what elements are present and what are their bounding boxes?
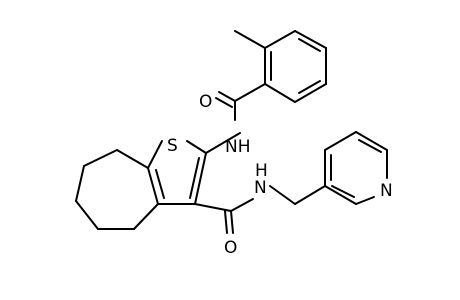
- top-carbonyl-oxygen-label: O: [199, 92, 212, 112]
- bottom-amide: [194, 198, 254, 234]
- bottom-amide-h-label: H: [255, 161, 268, 181]
- methyl-bond: [234, 30, 266, 49]
- methylene-linker: [269, 185, 326, 205]
- methylphenyl-ring: [264, 30, 327, 103]
- top-amide-nh-label: NH: [225, 137, 251, 157]
- bottom-amide-n-label: N: [254, 178, 267, 198]
- sulfur-atom-label: S: [167, 136, 178, 156]
- bottom-carbonyl-oxygen-label: O: [224, 238, 237, 258]
- pyridine-ring: [324, 131, 388, 205]
- thiophene-ring: [147, 140, 207, 205]
- top-amide: [205, 83, 266, 154]
- cycloheptane-ring: [75, 149, 159, 230]
- pyridine-nitrogen-label: N: [380, 181, 393, 201]
